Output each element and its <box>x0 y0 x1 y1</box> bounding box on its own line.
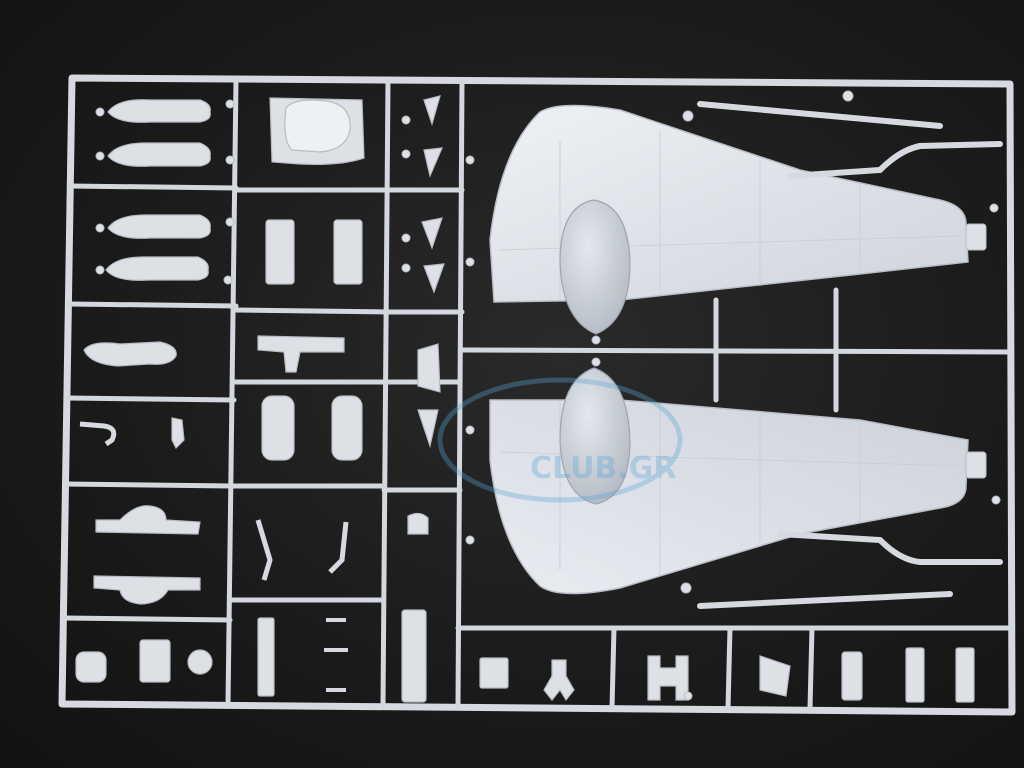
long-struts <box>697 101 1003 609</box>
sprue-runners <box>61 77 1015 711</box>
upper-wing-half <box>489 104 987 335</box>
gate-stubs <box>95 90 1001 701</box>
narrow-column-parts <box>401 95 445 703</box>
watermark: CLUB.GR <box>437 377 683 503</box>
center-column-parts <box>255 97 365 697</box>
bottom-strip-parts <box>479 647 975 703</box>
lower-wing-half <box>489 367 987 595</box>
left-column-parts <box>75 99 213 683</box>
sprue-frame <box>58 74 1016 716</box>
watermark-text: CLUB.GR <box>530 451 676 486</box>
